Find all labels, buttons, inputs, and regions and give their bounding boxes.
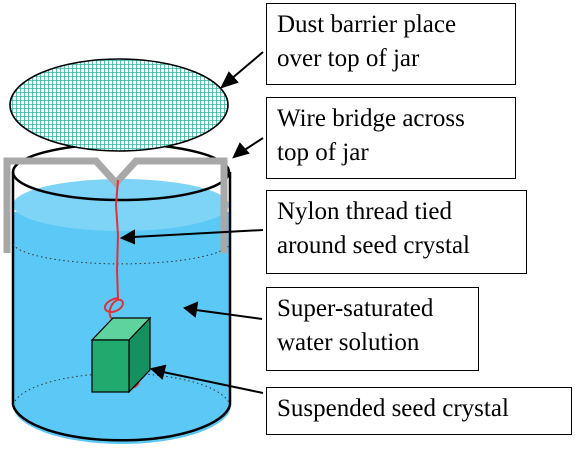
water-surface — [13, 179, 229, 231]
label-wire-bridge-line1: Wire bridge across — [277, 105, 465, 132]
arrow-seed-crystal — [162, 371, 264, 394]
label-wire-bridge-line2: top of jar — [277, 139, 369, 166]
label-nylon-thread-line2: around seed crystal — [277, 232, 470, 259]
arrow-dust-barrier-head — [220, 71, 239, 89]
arrow-solution-head — [183, 301, 199, 318]
label-wire-bridge: Wire bridge across top of jar — [266, 97, 516, 179]
arrow-dust-barrier — [229, 51, 264, 81]
arrow-solution — [195, 309, 263, 320]
jar-bottom — [11, 404, 232, 442]
label-nylon-thread: Nylon thread tied around seed crystal — [266, 190, 527, 274]
label-seed-crystal: Suspended seed crystal — [266, 387, 572, 435]
arrow-wire-bridge-head — [232, 142, 250, 159]
wire-bridge — [3, 157, 228, 253]
dust-barrier — [9, 58, 229, 152]
label-seed-crystal-line1: Suspended seed crystal — [277, 395, 509, 422]
label-solution-line1: Super-saturated — [277, 295, 434, 322]
label-dust-barrier: Dust barrier place over top of jar — [266, 3, 516, 85]
arrow-seed-crystal-head — [149, 364, 167, 380]
label-solution-line2: water solution — [277, 329, 420, 356]
arrow-nylon-thread-head — [119, 229, 135, 245]
label-dust-barrier-line1: Dust barrier place — [277, 11, 457, 38]
arrow-wire-bridge — [242, 137, 264, 152]
label-dust-barrier-line2: over top of jar — [277, 45, 420, 72]
seed-crystal — [90, 316, 152, 394]
label-nylon-thread-line1: Nylon thread tied — [277, 198, 452, 225]
water-mid-dotted — [12, 243, 231, 265]
pointer-arrows — [119, 51, 264, 394]
label-solution: Super-saturated water solution — [266, 287, 479, 371]
arrow-nylon-thread — [132, 229, 264, 238]
